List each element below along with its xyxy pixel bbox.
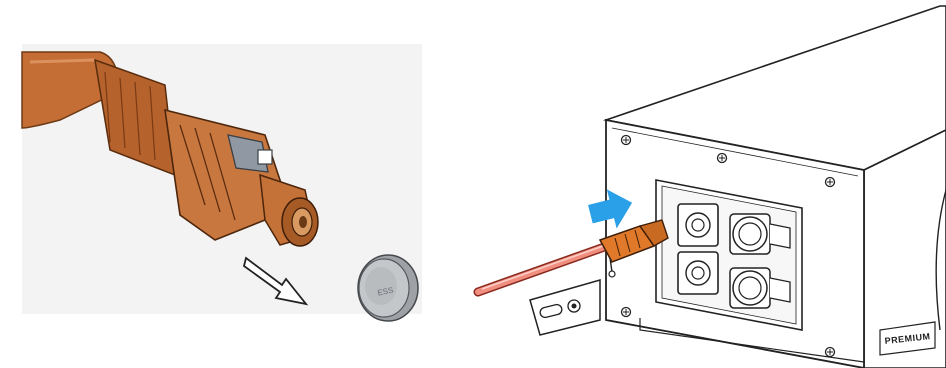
connector-nose xyxy=(259,173,319,247)
brand-label: PREMIUM xyxy=(884,331,931,346)
connector-body xyxy=(94,58,176,177)
connector-coupling xyxy=(164,108,291,241)
dc-port-top xyxy=(677,203,719,247)
mounting-bracket xyxy=(529,279,601,336)
inverter-connection-figure: PREMIUM xyxy=(470,0,946,368)
insertion-arrow-icon xyxy=(588,189,633,229)
connector-illustration: ESS xyxy=(21,44,422,322)
cap-label: ESS xyxy=(377,285,395,297)
protective-cap: ESS xyxy=(357,254,419,322)
pv-connector xyxy=(598,219,669,278)
cable-gland-top xyxy=(729,213,791,255)
pv-cable xyxy=(473,240,615,297)
dc-port-bottom xyxy=(677,251,719,295)
cable xyxy=(21,51,119,129)
inverter-illustration: PREMIUM xyxy=(473,5,946,368)
removal-arrow-icon xyxy=(242,256,309,306)
connector-cap-removal-figure: ESS xyxy=(0,0,470,368)
cable-gland-bottom xyxy=(729,267,791,309)
